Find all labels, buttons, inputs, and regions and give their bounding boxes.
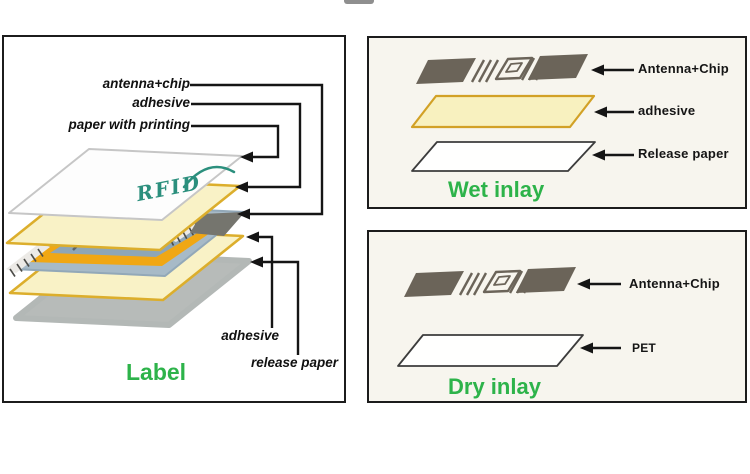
dry-callout-antenna-chip: Antenna+Chip: [629, 276, 720, 291]
dry-inlay-panel: [367, 230, 747, 403]
callout-antenna-chip: antenna+chip: [102, 76, 190, 91]
callout-release-paper: release paper: [250, 355, 338, 370]
dry-panel-title: Dry inlay: [448, 374, 541, 399]
wet-callout-release-paper: Release paper: [638, 146, 729, 161]
wet-callout-adhesive: adhesive: [638, 103, 696, 118]
callout-adhesive-top: adhesive: [132, 95, 190, 110]
callout-adhesive-bottom: adhesive: [221, 328, 279, 343]
label-panel-title: Label: [126, 359, 187, 385]
callout-paper-with-printing: paper with printing: [68, 117, 191, 132]
wet-panel-title: Wet inlay: [448, 177, 545, 202]
wet-callout-antenna-chip: Antenna+Chip: [638, 61, 729, 76]
dry-callout-pet: PET: [632, 341, 656, 355]
top-edge-artifact: [344, 0, 374, 4]
